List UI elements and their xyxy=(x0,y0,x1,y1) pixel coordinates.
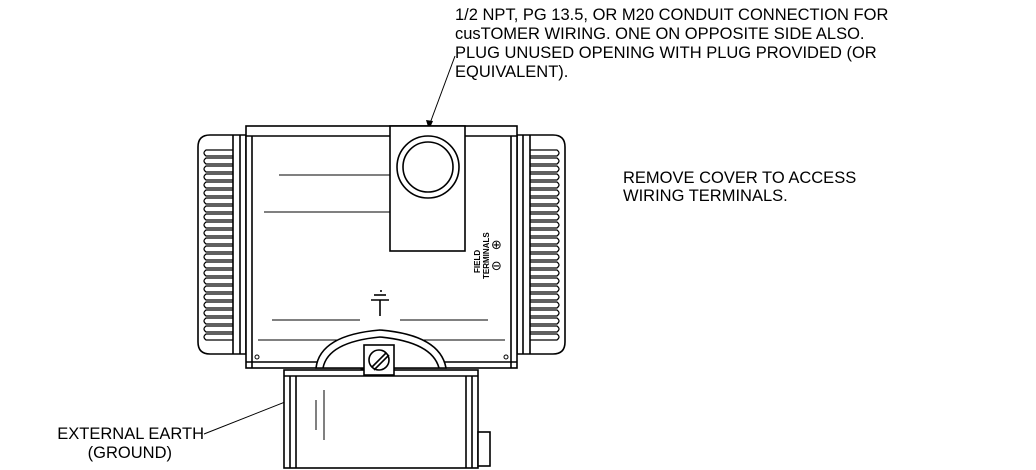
cover-ridge xyxy=(203,149,233,157)
cover-ridge xyxy=(530,189,560,197)
neck-body xyxy=(283,369,479,469)
cover-ridge xyxy=(530,157,560,165)
cover-ridge xyxy=(530,325,560,333)
cover-ridge xyxy=(203,301,233,309)
cover-ridge xyxy=(530,333,560,341)
corner-screw-left xyxy=(254,354,260,360)
earth-callout-line-2: (GROUND) xyxy=(88,444,172,462)
cover-ridge xyxy=(530,301,560,309)
cover-ridge xyxy=(530,149,560,157)
earth-callout-line-1: EXTERNAL EARTH xyxy=(57,425,204,443)
cover-ridge xyxy=(203,205,233,213)
cover-ridge xyxy=(203,189,233,197)
conduit-callout-line-3: PLUG UNUSED OPENING WITH PLUG PROVIDED (… xyxy=(455,44,877,62)
cover-ridge xyxy=(203,285,233,293)
neck-side-tab xyxy=(477,431,491,467)
cover-callout-line-2: WIRING TERMINALS. xyxy=(623,187,788,205)
cover-ridge xyxy=(203,213,233,221)
conduit-callout-line-4: EQUIVALENT). xyxy=(455,63,568,81)
terminal-minus-icon: ⊖ xyxy=(491,259,502,274)
cover-ridge xyxy=(530,205,560,213)
cover-ridge xyxy=(203,261,233,269)
right-cover xyxy=(516,134,566,355)
field-terminals-label: FIELD TERMINALS xyxy=(473,232,491,279)
field-label: FIELD xyxy=(473,250,482,273)
cover-ridge xyxy=(203,333,233,341)
cover-ridge xyxy=(530,277,560,285)
cover-ridge xyxy=(530,237,560,245)
cover-ridge xyxy=(530,309,560,317)
cover-ridge xyxy=(203,229,233,237)
cover-ridge xyxy=(203,181,233,189)
cover-ridge xyxy=(530,197,560,205)
cover-ridge xyxy=(530,269,560,277)
cover-ridge xyxy=(203,325,233,333)
conduit-port-icon xyxy=(396,135,460,199)
housing-body xyxy=(245,125,518,369)
conduit-leader-line xyxy=(428,55,456,127)
ground-symbol-icon xyxy=(371,290,389,316)
cover-ridge xyxy=(203,317,233,325)
cover-ridge xyxy=(203,165,233,173)
cover-ridge xyxy=(530,229,560,237)
cover-ridge xyxy=(203,269,233,277)
cover-ridge xyxy=(203,277,233,285)
cover-ridge xyxy=(203,293,233,301)
sensor-neck xyxy=(283,369,491,469)
cover-ridge xyxy=(530,173,560,181)
cover-ridge xyxy=(203,197,233,205)
cover-ridge xyxy=(203,309,233,317)
terminal-plus-icon: ⊕ xyxy=(491,238,502,253)
cover-ridge xyxy=(203,173,233,181)
left-cover xyxy=(197,134,247,355)
cover-callout-line-1: REMOVE COVER TO ACCESS xyxy=(623,169,856,187)
conduit-leader-arrow xyxy=(426,120,433,130)
cover-callout: REMOVE COVER TO ACCESS WIRING TERMINALS. xyxy=(623,169,856,205)
cover-ridge xyxy=(530,253,560,261)
housing: FIELD TERMINALS ⊖ ⊕ xyxy=(245,125,518,376)
conduit-callout-line-1: 1/2 NPT, PG 13.5, OR M20 CONDUIT CONNECT… xyxy=(455,6,888,24)
cover-ridge xyxy=(203,221,233,229)
cover-ridge xyxy=(203,245,233,253)
cover-ridge xyxy=(530,261,560,269)
cover-ridge xyxy=(530,317,560,325)
cover-ridge xyxy=(530,245,560,253)
cover-ridge xyxy=(203,253,233,261)
conduit-callout: 1/2 NPT, PG 13.5, OR M20 CONDUIT CONNECT… xyxy=(426,6,888,130)
ground-screw-icon xyxy=(363,344,395,376)
cover-ridge xyxy=(530,165,560,173)
cover-ridge xyxy=(530,213,560,221)
cover-ridge xyxy=(530,285,560,293)
cover-ridge xyxy=(530,181,560,189)
cover-ridge xyxy=(530,293,560,301)
corner-screw-right xyxy=(503,354,509,360)
right-cover-ridges xyxy=(530,149,560,341)
left-cover-ridges xyxy=(203,149,233,341)
cover-ridge xyxy=(203,157,233,165)
cover-ridge xyxy=(203,237,233,245)
cover-ridge xyxy=(530,221,560,229)
conduit-callout-line-2: cusTOMER WIRING. ONE ON OPPOSITE SIDE AL… xyxy=(455,25,865,43)
terminals-label: TERMINALS xyxy=(482,232,491,279)
